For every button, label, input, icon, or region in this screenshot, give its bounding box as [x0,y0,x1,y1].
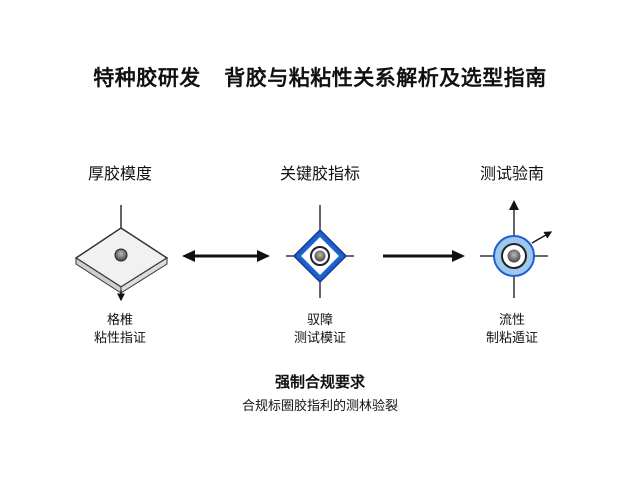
target-crosshair-icon [480,200,553,298]
column-footer-3-line1: 流性 [498,313,525,328]
page-title: 特种胶研发 背胶与粘粘性关系解析及选型指南 [93,66,547,90]
column-footer-1-line2: 粘性指证 [93,331,146,346]
column-footer-2-line2: 测试模证 [293,331,346,346]
blue-diamond-target-icon [286,205,354,298]
column-heading-3: 测试验南 [479,164,544,183]
column-heading-1: 厚胶模度 [87,164,152,183]
column-footer-1: 格椎 粘性指证 [40,312,200,348]
column-heading-2: 关键胶指标 [279,164,360,183]
column-footer-3-line2: 制粘遁证 [485,331,538,346]
right-arrow-icon [383,250,465,262]
column-footer-2-line1: 驭障 [306,313,333,328]
compliance-title: 强制合规要求 [274,373,365,391]
diamond-plate-icon [74,205,169,302]
double-arrow-icon [182,250,270,262]
column-footer-1-line1: 格椎 [106,313,133,328]
column-footer-2: 驭障 测试模证 [240,312,400,348]
compliance-subtitle: 合规标圈胶指利的测林验裂 [241,399,398,414]
column-footer-3: 流性 制粘遁证 [432,312,592,348]
